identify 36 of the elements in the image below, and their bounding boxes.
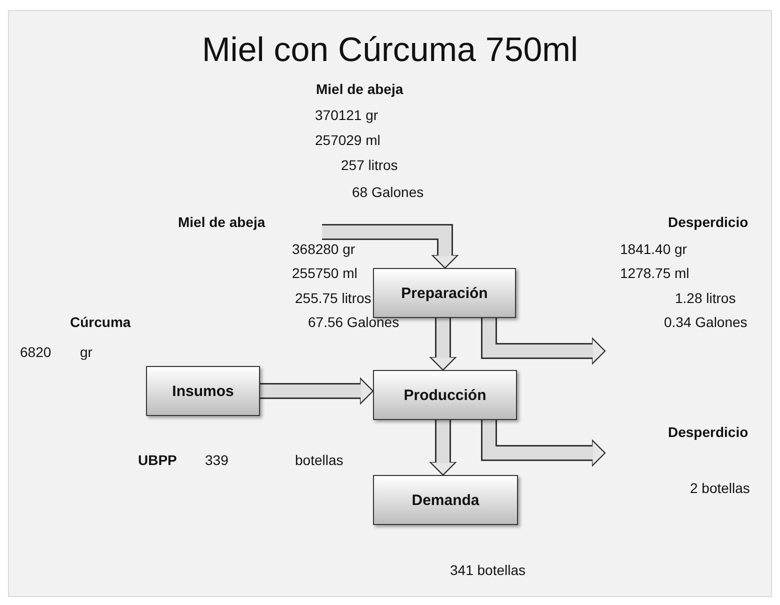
value-label: 341 botellas — [450, 561, 526, 579]
heading-label: Miel de abeja — [316, 80, 404, 98]
value-label: 255750 ml — [292, 264, 358, 282]
box-label: Insumos — [172, 382, 234, 400]
process-box — [373, 268, 516, 318]
value-label: 6820 — [20, 343, 52, 361]
value-label: 1.28 litros — [675, 289, 736, 307]
title: Miel con Cúrcuma 750ml — [200, 30, 580, 71]
block-arrow — [322, 224, 459, 269]
heading-label: Desperdicio — [668, 423, 748, 441]
process-box — [373, 370, 517, 420]
value-label: 67.56 Galones — [308, 313, 400, 331]
block-arrow — [481, 318, 606, 365]
value-label: 0.34 Galones — [664, 313, 748, 331]
value-label: 68 Galones — [352, 183, 424, 201]
value-label: 1841.40 gr — [620, 240, 687, 258]
value-label: 255.75 litros — [295, 289, 372, 307]
value-label: gr — [80, 343, 92, 361]
value-label: 1278.75 ml — [620, 264, 690, 282]
box-label: Producción — [404, 386, 486, 404]
heading-label: Desperdicio — [668, 213, 748, 231]
value-label: botellas — [295, 451, 344, 469]
value-label: 370121 gr — [315, 106, 378, 124]
heading-label: Miel de abeja — [178, 213, 266, 231]
value-label: 257029 ml — [315, 131, 380, 149]
value-label: 368280 gr — [292, 240, 356, 258]
heading-label: UBPP — [138, 451, 177, 469]
block-arrow — [481, 420, 606, 467]
process-box — [146, 366, 260, 416]
value-label: 339 — [205, 451, 228, 469]
box-label: Demanda — [412, 492, 480, 508]
box-label: Preparación — [401, 284, 488, 302]
process-box — [373, 475, 518, 525]
value-label: 257 litros — [341, 156, 398, 174]
heading-label: Cúrcuma — [70, 313, 131, 331]
value-label: 2 botellas — [690, 479, 750, 497]
